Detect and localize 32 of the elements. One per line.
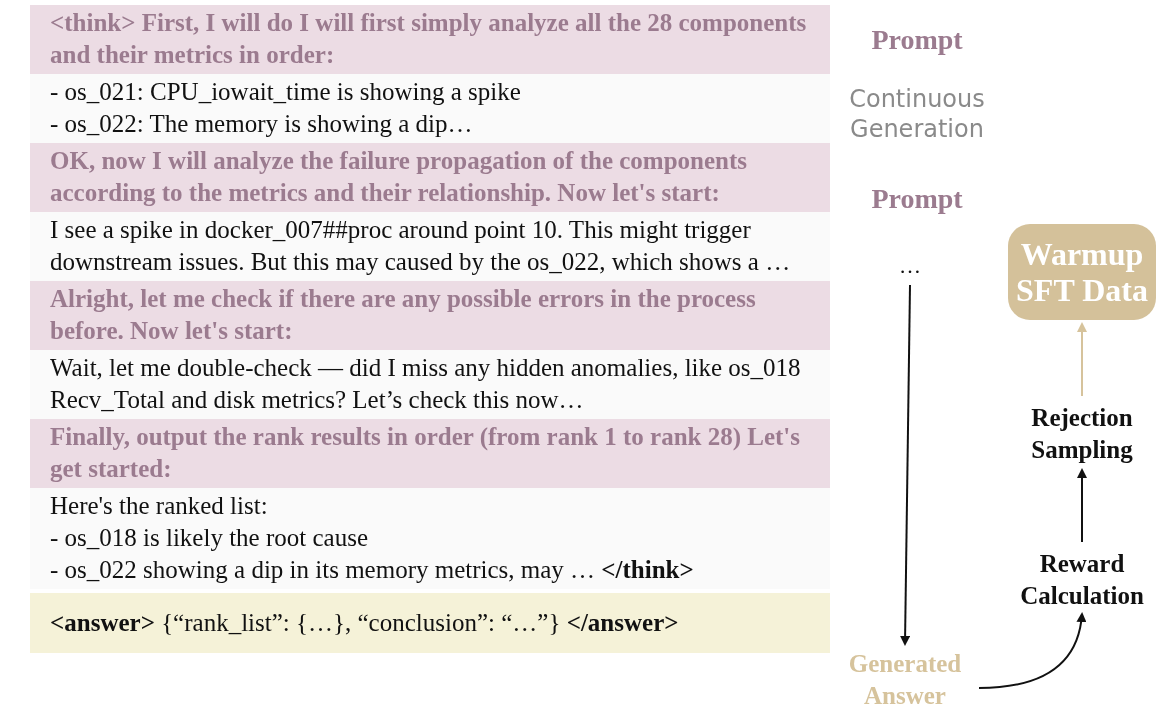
prompt-band: [30, 281, 830, 350]
data-box: Warmup SFT Data: [1008, 224, 1156, 320]
ellipsis-text: …: [899, 253, 921, 279]
arrow: [978, 612, 1086, 689]
prompt-text: OK, now I will analyze the failure propagation of the components according to the metrics and their relationship. Now let's start:: [50, 146, 748, 208]
response-band: [30, 74, 830, 143]
stage-label: Prompt: [871, 183, 963, 215]
response-text: - os_022: The memory is showing a dip…: [50, 109, 474, 139]
response-text: - os_018 is likely the root cause: [50, 523, 369, 553]
response-band: [30, 350, 830, 419]
response-band: [30, 488, 830, 589]
step-label: Rejection Sampling: [1002, 402, 1162, 466]
step-label: Reward Calculation: [1002, 548, 1162, 612]
stage-label: Prompt: [871, 24, 963, 56]
arrow: [900, 284, 911, 646]
prompt-text: <think> First, I will do I will first simply analyze all the 28 components and their metrics in order:: [50, 8, 808, 70]
stage-label: Continuous Generation: [842, 84, 992, 144]
prompt-text: Finally, output the rank results in order (from rank 1 to rank 28) Let's get started:: [50, 422, 802, 484]
answer-band: [30, 593, 830, 653]
response-text: I see a spike in docker_007##proc around point 10. This might trigger downstream issues. But this may caused by the os_022, which shows a …: [50, 215, 792, 277]
stage-label: Generated Answer: [835, 648, 975, 708]
prompt-text: Alright, let me check if there are any possible errors in the process before. Now let's start:: [50, 284, 757, 346]
arrow: [1077, 322, 1087, 397]
arrow: [1077, 468, 1087, 543]
prompt-band: [30, 419, 830, 488]
response-band: [30, 212, 830, 281]
response-text: - os_022 showing a dip in its memory metrics, may … </think>: [50, 555, 695, 585]
response-text: Here's the ranked list:: [50, 491, 269, 521]
prompt-band: [30, 143, 830, 212]
answer-text: <answer> {“rank_list”: {…}, “conclusion”: “…”} </answer>: [50, 608, 680, 638]
response-text: - os_021: CPU_iowait_time is showing a spike: [50, 77, 522, 107]
response-text: Wait, let me double-check — did I miss any hidden anomalies, like os_018 Recv_Total and disk metrics? Let’s check this now…: [50, 353, 802, 415]
